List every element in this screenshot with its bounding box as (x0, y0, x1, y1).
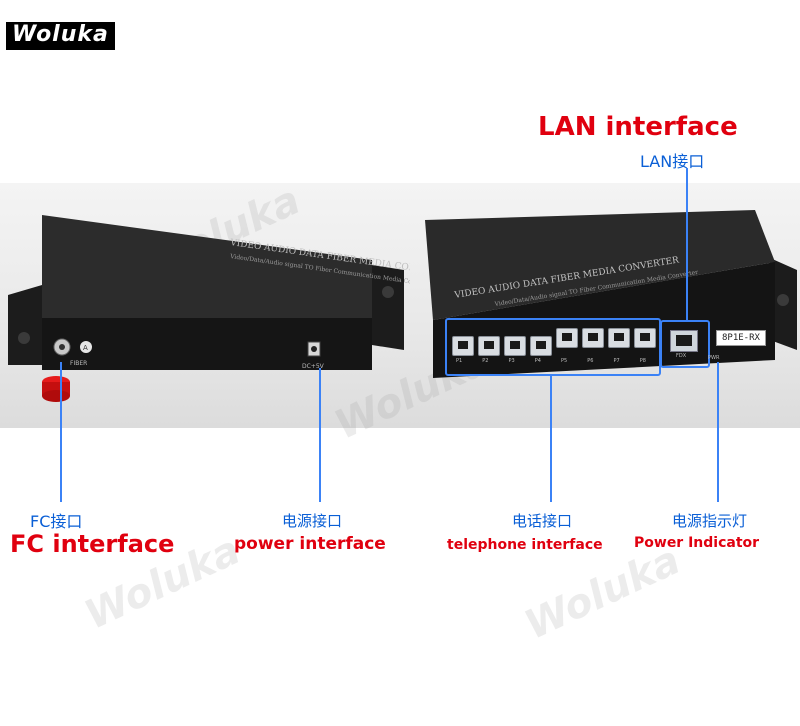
fc-interface-en: FC interface (10, 530, 175, 558)
rj11-port-icon (556, 328, 578, 348)
pwr-label: PWR (708, 355, 720, 361)
dc-label: DC+5V (302, 363, 325, 370)
lan-pointer-line (686, 168, 688, 320)
fc-pointer-line (60, 362, 62, 502)
port-labels-row: P1 P2 P3 P4 P5 P6 P7 P8 (456, 358, 646, 364)
faint-watermark: Woluka (518, 537, 688, 649)
lan-interface-title-cn: LAN接口 (640, 152, 705, 171)
lan-interface-title-en: LAN interface (538, 112, 738, 142)
status-led-icon (80, 341, 92, 353)
port-label: P5 (561, 358, 568, 364)
rj11-port-icon (504, 336, 526, 356)
port-label: P4 (534, 358, 541, 364)
port-label: P1 (456, 358, 463, 364)
fiber-label: FIBER (70, 360, 87, 367)
telephone-pointer-line (550, 374, 552, 502)
fc-interface-cn: FC接口 (30, 512, 83, 531)
telephone-port-group-2 (556, 328, 656, 348)
port-label: P8 (639, 358, 646, 364)
rj11-port-icon (452, 336, 474, 356)
eth-label: FDX (676, 353, 687, 359)
power-indicator-pointer-line (717, 362, 719, 502)
rj11-port-icon (582, 328, 604, 348)
port-label: P6 (587, 358, 594, 364)
power-interface-cn: 电源接口 (282, 512, 343, 530)
red-dust-cap-icon (42, 376, 70, 402)
brand-watermark: Woluka (6, 22, 115, 50)
left-a-label: A (83, 344, 88, 352)
power-indicator-en: Power Indicator (634, 535, 760, 551)
port-label: P7 (613, 358, 620, 364)
power-interface-en: power interface (234, 534, 386, 554)
power-indicator-cn: 电源指示灯 (672, 512, 748, 530)
power-pointer-line (319, 368, 321, 502)
telephone-port-group-1 (452, 336, 552, 356)
rj45-port-icon (670, 330, 698, 352)
model-label: 8P1E-RX (716, 330, 766, 346)
rj11-port-icon (634, 328, 656, 348)
rj11-port-icon (478, 336, 500, 356)
port-label: P2 (482, 358, 489, 364)
left-media-converter-device: VIDEO AUDIO DATA FIBER MEDIA CONVERTER V… (8, 215, 410, 370)
rj11-port-icon (530, 336, 552, 356)
rj11-port-icon (608, 328, 630, 348)
port-label: P3 (508, 358, 515, 364)
ethernet-port-highlight (660, 320, 710, 368)
telephone-interface-cn: 电话接口 (512, 512, 573, 530)
telephone-interface-en: telephone interface (447, 537, 603, 553)
